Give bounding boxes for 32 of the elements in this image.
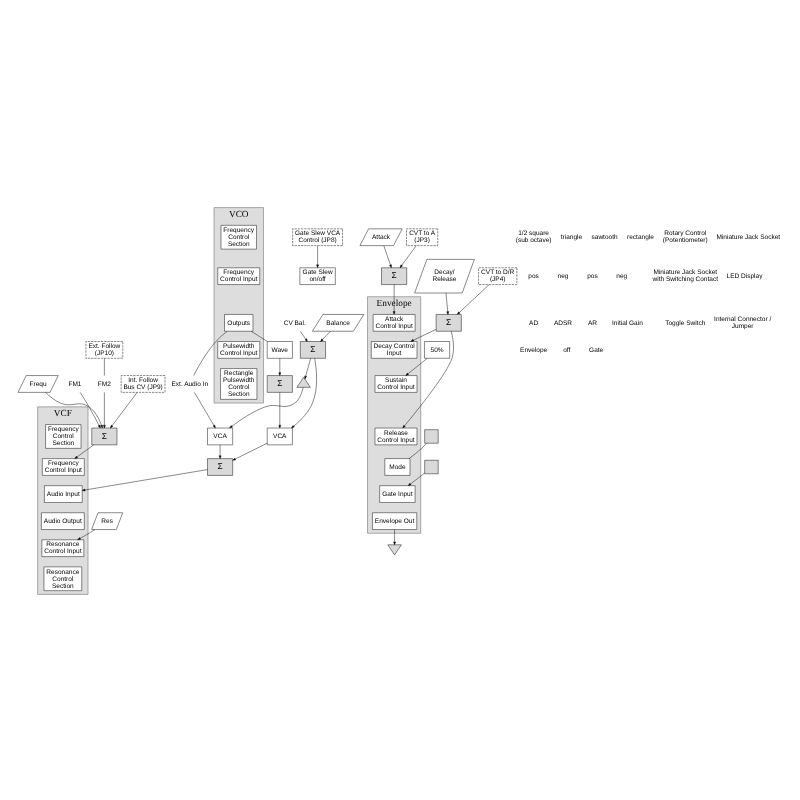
arrow — [402, 330, 454, 428]
arrow — [194, 391, 216, 428]
arrow — [393, 528, 396, 544]
arrow — [407, 471, 425, 485]
arrow — [103, 391, 106, 428]
arrow — [399, 244, 417, 267]
arrow — [410, 328, 437, 341]
arrow — [278, 357, 282, 375]
node-box — [424, 459, 439, 474]
arrow — [405, 357, 428, 375]
arrow — [232, 441, 268, 460]
arrow — [79, 391, 101, 428]
arrow — [218, 443, 222, 458]
node-diode — [387, 543, 402, 555]
arrow — [320, 330, 331, 341]
arrow — [229, 386, 304, 428]
node-box — [424, 428, 439, 443]
arrow — [316, 244, 319, 267]
arrow — [445, 291, 449, 314]
arrow — [392, 283, 396, 314]
arrow — [291, 357, 317, 428]
arrow — [74, 443, 94, 458]
connector — [408, 442, 427, 458]
arrow — [45, 391, 103, 428]
arrow — [457, 283, 490, 314]
arrow — [278, 391, 282, 428]
arrow — [383, 244, 392, 267]
arrow — [82, 468, 208, 491]
arrow — [300, 330, 308, 341]
arrow — [110, 391, 138, 428]
arrow — [77, 528, 96, 540]
arrow — [304, 357, 311, 379]
